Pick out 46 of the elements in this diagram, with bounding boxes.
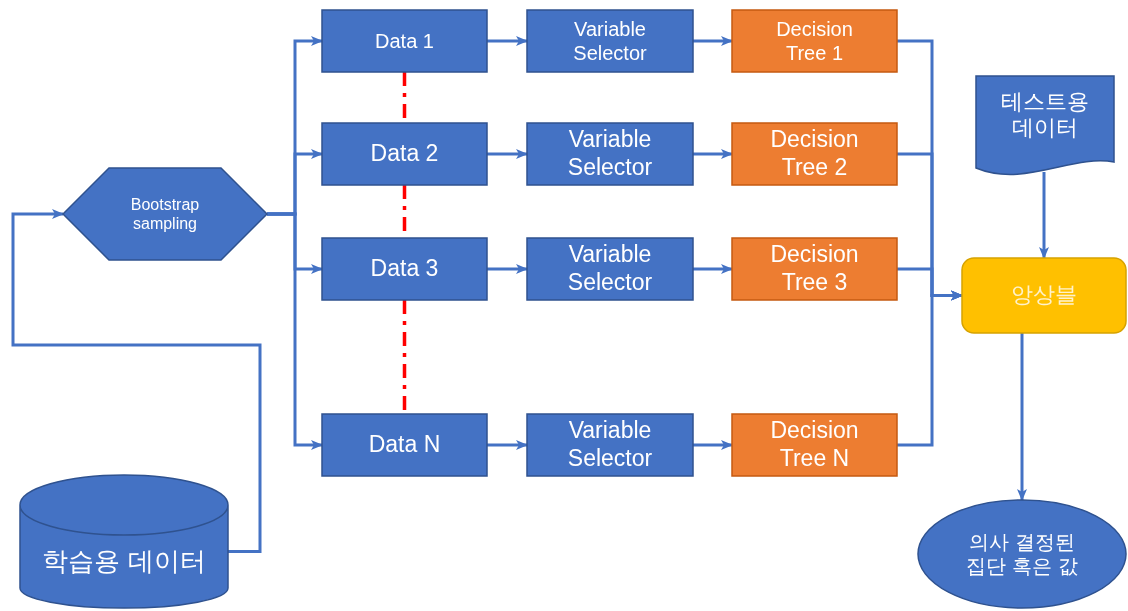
- selector-box: [527, 123, 693, 185]
- tree-box: [732, 123, 897, 185]
- data-box: [322, 238, 487, 300]
- process-hexagon: [63, 168, 267, 260]
- selector-box: [527, 414, 693, 476]
- node-label: Data N: [368, 431, 441, 459]
- data-box: [322, 123, 487, 185]
- node-label: Variable Selector: [566, 241, 654, 297]
- node-label: 앙상블: [1011, 282, 1077, 309]
- node-label: 학습용 데이터: [42, 545, 206, 578]
- data-box: [322, 414, 487, 476]
- node-label: Variable Selector: [566, 417, 654, 473]
- ensemble-box: [962, 258, 1126, 333]
- node-label: Data 3: [370, 255, 439, 283]
- node-label: Decision Tree N: [769, 417, 860, 473]
- arrow: [487, 36, 528, 46]
- database-cylinder: [20, 475, 228, 608]
- node-label: 의사 결정된 집단 혹은 값: [965, 530, 1079, 578]
- node-label: Variable Selector: [566, 126, 654, 182]
- node-label: Data 2: [370, 140, 439, 168]
- tree-box: [732, 10, 897, 72]
- arrow: [487, 264, 528, 274]
- result-ellipse: [918, 500, 1126, 608]
- arrow: [693, 440, 733, 450]
- node-label: Decision Tree 2: [769, 126, 860, 182]
- data-box: [322, 10, 487, 72]
- arrow: [487, 149, 528, 159]
- arrow: [693, 149, 733, 159]
- node-label: Decision Tree 1: [775, 17, 854, 65]
- arrow: [487, 440, 528, 450]
- node-label: Bootstrap sampling: [129, 194, 201, 234]
- tree-box: [732, 414, 897, 476]
- arrow: [1039, 172, 1049, 259]
- node-label: Data 1: [375, 29, 434, 53]
- arrow: [693, 36, 733, 46]
- document-shape: [976, 76, 1114, 176]
- arrow: [1017, 333, 1027, 501]
- arrow: [693, 264, 733, 274]
- selector-box: [527, 238, 693, 300]
- selector-box: [527, 10, 693, 72]
- node-label: Decision Tree 3: [769, 241, 860, 297]
- node-label: 테스트용 데이터: [1000, 88, 1090, 142]
- arrow: [11, 209, 262, 553]
- arrow: [267, 212, 323, 450]
- tree-box: [732, 238, 897, 300]
- node-label: Variable Selector: [572, 17, 648, 65]
